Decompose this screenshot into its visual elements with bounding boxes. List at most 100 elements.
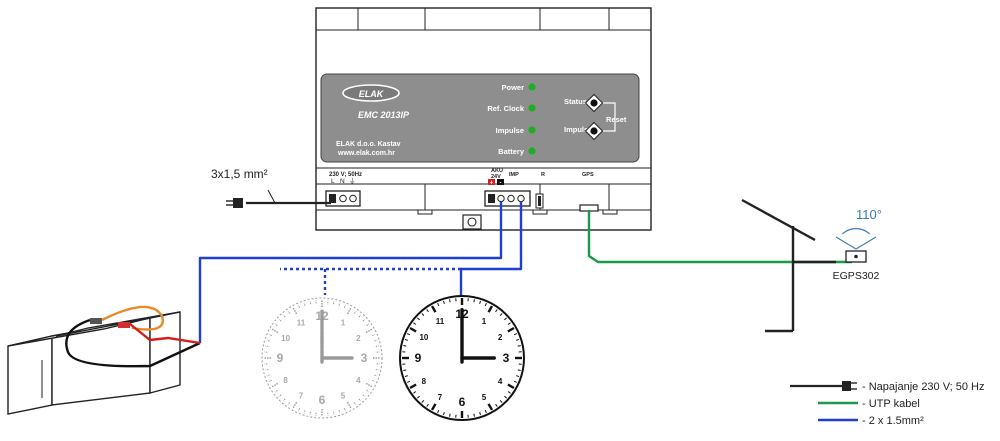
clock-tick [268, 379, 272, 383]
clock-numeral: 2 [498, 333, 503, 342]
imp-label: IMP [509, 172, 519, 178]
clock-tick [274, 389, 278, 393]
clock-tick [517, 345, 521, 347]
clock-tick [346, 307, 352, 315]
power-pin-l: L [331, 178, 335, 185]
clock-tick [278, 318, 282, 322]
clock-tick [292, 307, 298, 315]
clock-numeral: 5 [482, 393, 487, 402]
clock-tick [430, 305, 437, 313]
relay-terminal[interactable] [535, 193, 544, 209]
clock-numeral: 10 [281, 334, 290, 343]
power-terminal-block[interactable] [325, 190, 361, 207]
status-button-label: Status [564, 97, 587, 106]
emc-controller: ELAK EMC 2013IP ELAK d.o.o. Kastav www.e… [315, 7, 652, 231]
impulse-led [528, 126, 536, 134]
aku-minus-symbol: - [500, 181, 502, 187]
clock-tick [499, 313, 503, 316]
utp-cable [587, 210, 852, 264]
clock-tick [426, 403, 429, 407]
led-label-impulse: Impulse [496, 126, 524, 135]
power-cable: 3x1,5 mm² [211, 167, 331, 208]
battery-led [528, 147, 536, 155]
clock-tick [404, 338, 408, 341]
clock-numeral: 7 [299, 391, 304, 400]
aku-imp-terminal-block[interactable] [484, 190, 531, 207]
ethernet-port[interactable] [462, 214, 482, 230]
clock-tick [479, 300, 482, 304]
rail-clip [532, 209, 548, 215]
clock-tick [297, 304, 301, 308]
status-button[interactable] [584, 93, 604, 113]
clock-tick [507, 391, 511, 394]
clock-tick [292, 401, 298, 409]
gps-antenna-mount [741, 198, 836, 333]
clock-tick [504, 317, 507, 321]
clock-numeral: 2 [356, 334, 361, 343]
clock-tick [358, 314, 362, 318]
clock-tick [366, 389, 370, 393]
power-pin-n: N [340, 178, 345, 185]
clock-numeral: 6 [319, 393, 326, 407]
aku-voltage-label: 24V [491, 174, 501, 180]
clock-tick [375, 345, 379, 348]
clock-tick [358, 398, 362, 402]
clock-tick [265, 345, 269, 348]
clock-numeral: 1 [341, 319, 346, 328]
clock-tick [449, 413, 451, 417]
clock-numeral: 11 [297, 319, 306, 328]
clock-numeral: 10 [419, 333, 428, 342]
elak-logo [342, 84, 400, 102]
clock-tick [404, 375, 408, 378]
clock-tick [343, 304, 347, 308]
ghost-wall-clock: 121234567891011 [261, 297, 383, 419]
clock-tick [409, 383, 417, 390]
clock-tick [507, 383, 515, 390]
clock-tick [372, 333, 376, 337]
clock-wiring [198, 202, 523, 343]
impulse-button[interactable] [584, 121, 604, 141]
clock-numeral: 8 [283, 376, 288, 385]
clock-tick [487, 403, 494, 411]
elak-logo-text: ELAK [359, 89, 385, 99]
clock-tick [282, 314, 286, 318]
clock-tick [513, 380, 518, 383]
clock-tick [297, 408, 301, 412]
clock-tick [374, 374, 378, 377]
clock-tick [287, 310, 291, 314]
clock-numeral: 11 [436, 317, 445, 326]
clock-tick [309, 411, 312, 415]
clock-tick [271, 382, 279, 388]
gps-antenna: EGPS302 [833, 250, 880, 282]
legend-item-utp: - UTP kabel [818, 398, 920, 410]
clock-tick [484, 409, 487, 414]
reset-label: Reset [606, 115, 627, 124]
clock-tick [274, 323, 278, 327]
clock-tick [338, 410, 341, 414]
clock-tick [406, 380, 411, 383]
clock-tick [516, 375, 520, 378]
clock-numeral: 9 [415, 351, 422, 365]
clock-numeral: 4 [356, 376, 361, 385]
reset-bracket [603, 102, 616, 132]
aku-minus-marker [497, 179, 504, 185]
gps-label: GPS [582, 172, 594, 178]
battery-pack [7, 305, 201, 415]
legend-label-clock-wire: - 2 x 1.5mm² [862, 415, 924, 427]
clock-impulse-wire [459, 202, 523, 302]
clock-tick [268, 333, 272, 337]
clock-tick [303, 410, 306, 414]
model-label: EMC 2013IP [358, 110, 410, 120]
clock-numeral: 6 [459, 395, 466, 409]
clock-tick [346, 401, 352, 409]
ref-clock-led [528, 104, 536, 112]
led-label-battery: Battery [498, 147, 525, 156]
impulse-button-label: Impuls [564, 125, 588, 134]
r-label: R [541, 172, 545, 178]
clock-tick [403, 345, 407, 347]
clock-tick [266, 374, 270, 377]
battery-wire [198, 202, 503, 343]
clock-tick [287, 402, 291, 406]
clock-tick [332, 301, 335, 305]
